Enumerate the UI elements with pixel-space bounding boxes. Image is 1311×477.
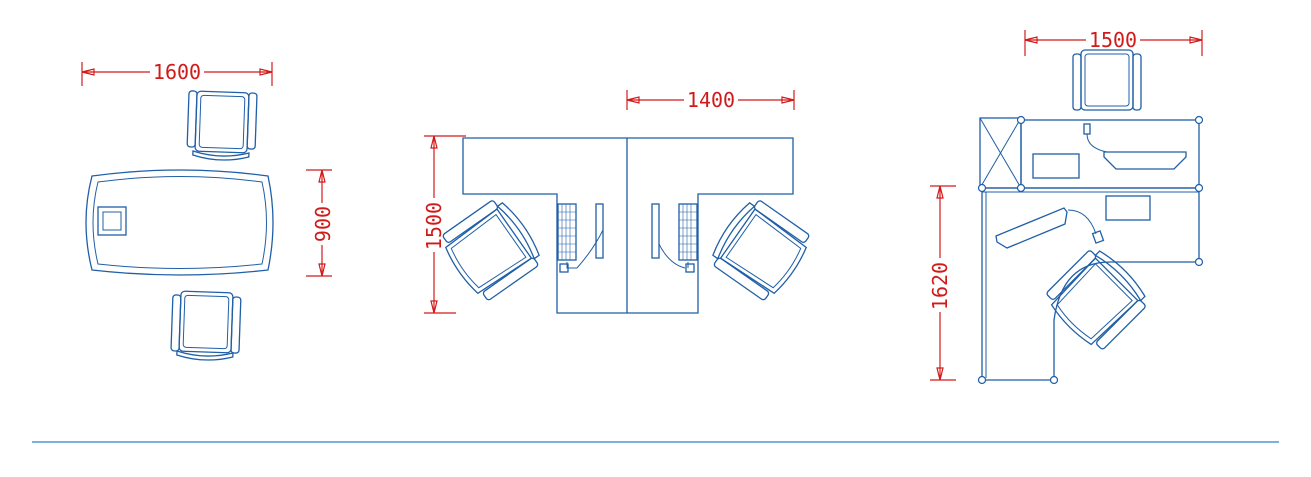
phone-icon — [97, 206, 127, 236]
desk-joints — [977, 115, 1204, 385]
monitor-top — [1103, 151, 1187, 170]
dimension-900: 900 — [306, 169, 335, 277]
dimension-label-1500-vertical: 1500 — [422, 202, 446, 250]
mouse-right — [685, 263, 695, 273]
monitor-bottom — [995, 207, 1068, 249]
keyboard-right — [678, 203, 698, 261]
corner-desk-top — [1020, 119, 1200, 189]
dimension-label-900: 900 — [311, 206, 335, 242]
workstation-desk — [462, 137, 794, 314]
dimension-1620: 1620 — [928, 185, 956, 381]
corner-chair-top — [1072, 49, 1142, 111]
corner-workstation-group: 1500 — [928, 28, 1204, 385]
meeting-chair-top — [186, 90, 258, 161]
mouse-bottom — [1091, 230, 1105, 244]
workstation-chair-left — [435, 193, 548, 306]
workstation-right — [651, 193, 817, 306]
cable-left — [566, 229, 604, 269]
dimension-label-1600: 1600 — [153, 60, 201, 84]
filing-cabinet — [979, 117, 1022, 189]
dimension-1600: 1600 — [81, 60, 273, 86]
meeting-table-group: 1600 900 — [81, 60, 335, 361]
dimension-1500-vertical: 1500 — [422, 135, 466, 314]
keyboard-left — [557, 203, 577, 261]
monitor-right — [651, 203, 660, 259]
cable-bottom — [1067, 209, 1097, 235]
dimension-1500-horizontal: 1500 — [1024, 28, 1203, 56]
document-tray-top — [1032, 153, 1080, 179]
mouse-left — [559, 263, 569, 273]
double-workstation-group: 1400 1500 — [422, 88, 817, 314]
workstation-chair-right — [704, 193, 817, 306]
corner-chair-main — [1040, 241, 1155, 356]
cable-right — [658, 243, 689, 269]
workstation-left — [435, 193, 604, 306]
cable-top — [1086, 133, 1108, 153]
dimension-1400: 1400 — [626, 88, 795, 112]
mouse-top — [1083, 123, 1091, 135]
corner-desk-l — [981, 187, 1200, 381]
dimension-label-1500-horizontal: 1500 — [1089, 28, 1137, 52]
meeting-chair-bottom — [170, 290, 242, 361]
dimension-label-1620: 1620 — [928, 262, 952, 310]
dimension-label-1400: 1400 — [687, 88, 735, 112]
document-tray-bottom — [1105, 195, 1151, 221]
meeting-table — [85, 169, 274, 276]
